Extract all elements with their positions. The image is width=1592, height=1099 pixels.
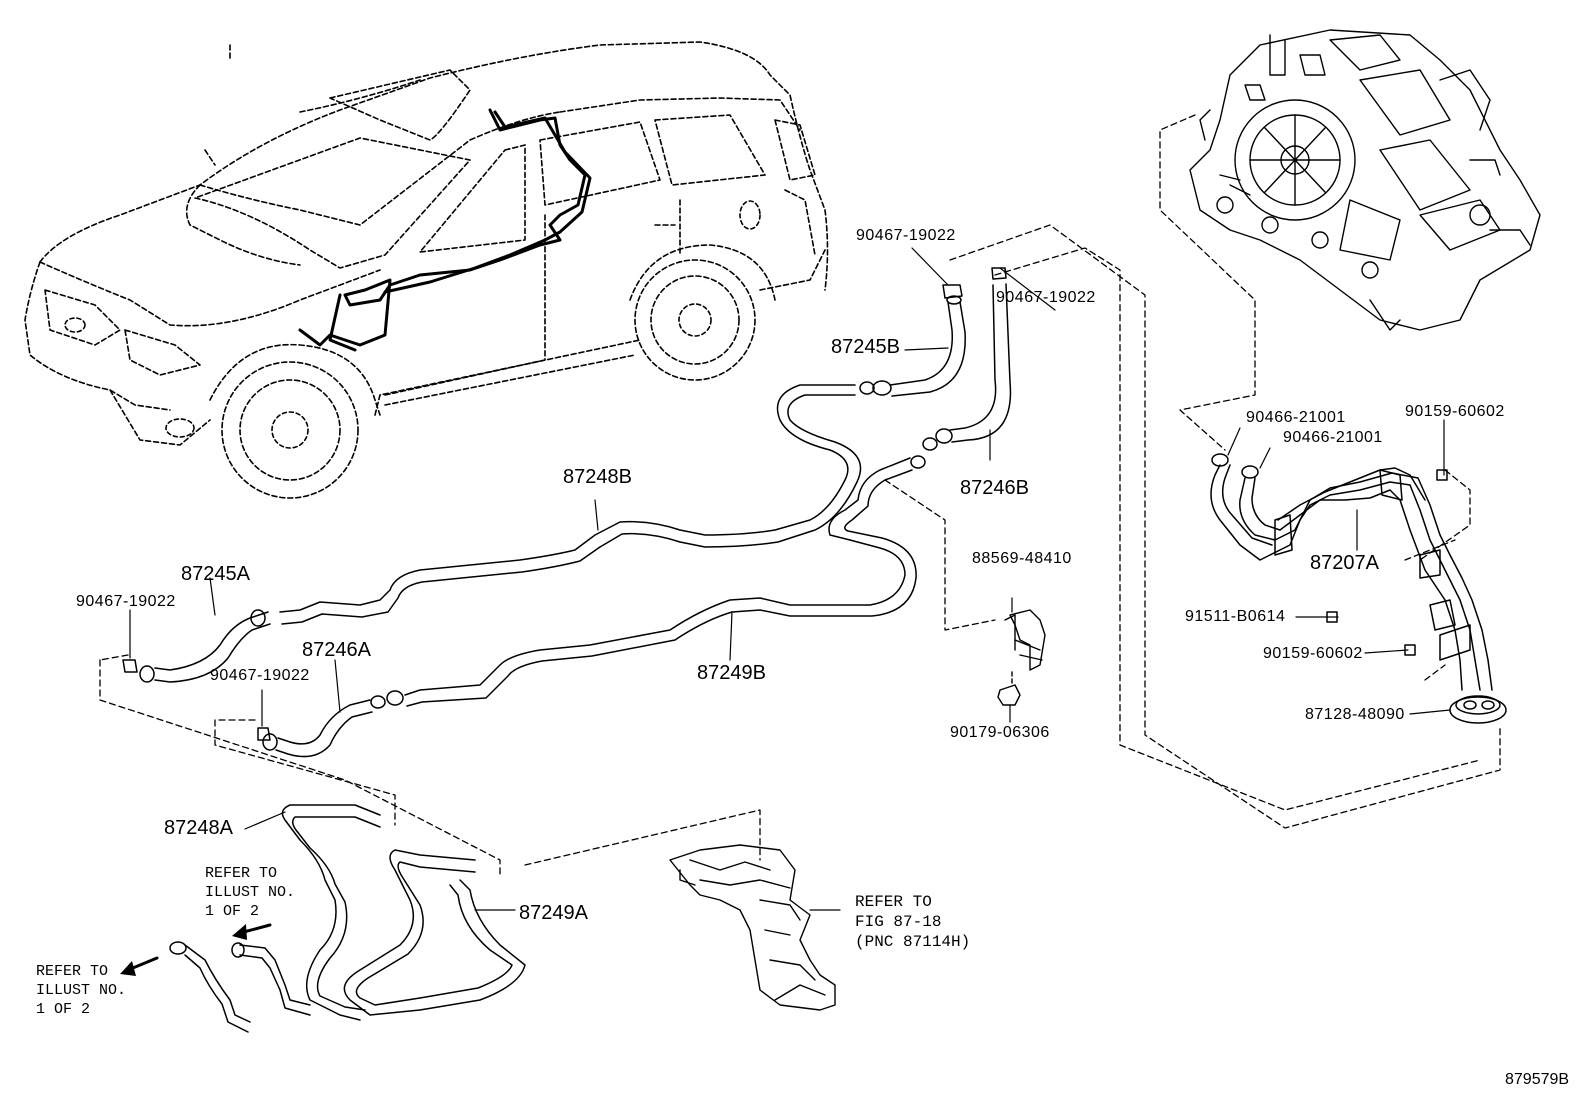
pipe-assembly-87207A bbox=[1210, 453, 1507, 724]
refer-arrows bbox=[126, 923, 272, 972]
label-87248B: 87248B bbox=[563, 466, 632, 488]
label-90466-21001-a: 90466-21001 bbox=[1246, 409, 1346, 426]
label-90159-60602-top: 90159-60602 bbox=[1405, 403, 1505, 420]
vehicle-pipe-route bbox=[298, 108, 592, 352]
label-87246A: 87246A bbox=[302, 639, 371, 661]
note-refer-illust-lower: REFER TO ILLUST NO. 1 OF 2 bbox=[36, 963, 127, 1018]
arrow-head-upper bbox=[232, 924, 247, 940]
label-90179-06306: 90179-06306 bbox=[950, 724, 1050, 741]
label-90467-19022-left: 90467-19022 bbox=[76, 593, 176, 610]
note-refer-fig-87-18: REFER TO FIG 87-18 (PNC 87114H) bbox=[855, 893, 971, 951]
label-87128-48090: 87128-48090 bbox=[1305, 706, 1405, 723]
hvac-unit-illustration bbox=[1189, 29, 1541, 331]
label-87245A: 87245A bbox=[181, 563, 250, 585]
illustration-number: 879579B bbox=[1505, 1071, 1570, 1088]
label-87248A: 87248A bbox=[164, 817, 233, 839]
label-90467-19022-mid: 90467-19022 bbox=[210, 667, 310, 684]
label-90159-60602-bottom: 90159-60602 bbox=[1263, 645, 1363, 662]
vehicle-illustration bbox=[24, 41, 829, 499]
label-87246B: 87246B bbox=[960, 477, 1029, 499]
label-87245B: 87245B bbox=[831, 336, 900, 358]
label-91511-B0614: 91511-B0614 bbox=[1185, 608, 1286, 625]
label-90466-21001-b: 90466-21001 bbox=[1283, 429, 1383, 446]
label-87249A: 87249A bbox=[519, 902, 588, 924]
arrow-head-lower bbox=[120, 961, 136, 976]
label-87207A: 87207A bbox=[1310, 552, 1379, 574]
label-90467-19022-top: 90467-19022 bbox=[856, 227, 956, 244]
label-88569-48410: 88569-48410 bbox=[972, 550, 1072, 567]
duct-illustration bbox=[669, 844, 836, 1011]
label-90467-19022-right: 90467-19022 bbox=[996, 289, 1096, 306]
note-refer-illust-upper: REFER TO ILLUST NO. 1 OF 2 bbox=[205, 865, 296, 920]
leader-lines bbox=[129, 247, 1451, 911]
dashed-connection-lines bbox=[99, 114, 1501, 876]
bracket-88569 bbox=[997, 609, 1046, 706]
hoses bbox=[122, 267, 1012, 1033]
label-87249B: 87249B bbox=[697, 662, 766, 684]
